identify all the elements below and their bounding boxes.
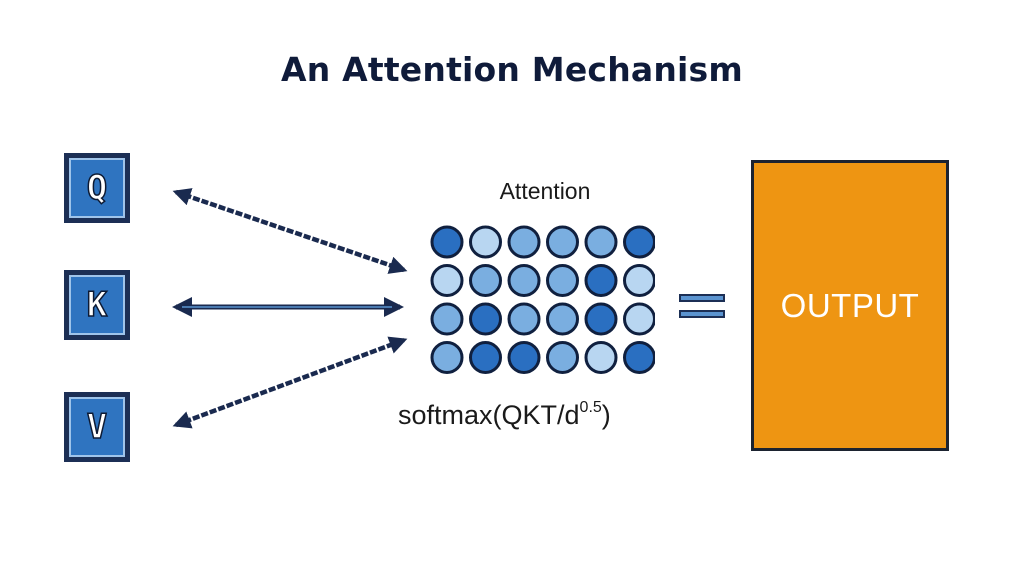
attention-cell-r3-c6 — [623, 302, 655, 336]
output-label: OUTPUT — [780, 286, 920, 324]
query-attention-arrow — [172, 188, 408, 274]
attention-matrix — [430, 225, 655, 374]
attention-cell-r1-c1 — [430, 225, 464, 259]
attention-label: Attention — [499, 178, 591, 204]
query-box-inner: Q — [69, 158, 125, 218]
attention-cell-r2-c5 — [584, 264, 618, 297]
attention-cell-r4-c1 — [430, 341, 464, 374]
formula-main: softmax(QKT/d — [398, 400, 580, 430]
query-box: Q — [64, 153, 130, 223]
attention-cell-r4-c6 — [623, 341, 655, 374]
formula-close: ) — [601, 400, 611, 430]
attention-cell-r4-c3 — [507, 341, 541, 374]
equals-top-bar — [679, 294, 725, 302]
attention-cell-r3-c1 — [430, 302, 464, 336]
equals-sign — [679, 294, 725, 320]
attention-cell-r3-c5 — [584, 302, 618, 336]
equals-bottom-bar — [679, 310, 725, 318]
query-letter: Q — [86, 168, 108, 208]
attention-cell-r4-c2 — [469, 341, 502, 374]
value-attention-arrow — [172, 336, 408, 429]
attention-cell-r3-c2 — [469, 302, 502, 336]
attention-cell-r2-c4 — [546, 264, 579, 297]
key-box: K — [64, 270, 130, 340]
value-box-inner: V — [69, 397, 125, 457]
attention-cell-r1-c5 — [584, 225, 618, 259]
value-letter: V — [86, 407, 108, 447]
attention-cell-r2-c6 — [623, 264, 655, 297]
formula-exponent: 0.5 — [579, 399, 602, 416]
attention-cell-r1-c3 — [507, 225, 541, 259]
output-box: OUTPUT — [751, 160, 949, 451]
softmax-formula: softmax(QKT/d0.5) — [398, 399, 611, 431]
attention-cell-r2-c2 — [469, 264, 502, 297]
attention-cell-r1-c2 — [469, 225, 502, 259]
attention-cell-r4-c5 — [584, 341, 618, 374]
attention-cell-r2-c1 — [430, 264, 464, 297]
key-letter: K — [86, 285, 108, 325]
attention-cell-r3-c4 — [546, 302, 579, 336]
attention-cell-r1-c4 — [546, 225, 579, 259]
diagram-title: An Attention Mechanism — [280, 50, 743, 89]
attention-cell-r3-c3 — [507, 302, 541, 336]
attention-cell-r4-c4 — [546, 341, 579, 374]
attention-cell-r1-c6 — [623, 225, 655, 259]
value-box: V — [64, 392, 130, 462]
attention-cell-r2-c3 — [507, 264, 541, 297]
key-box-inner: K — [69, 275, 125, 335]
